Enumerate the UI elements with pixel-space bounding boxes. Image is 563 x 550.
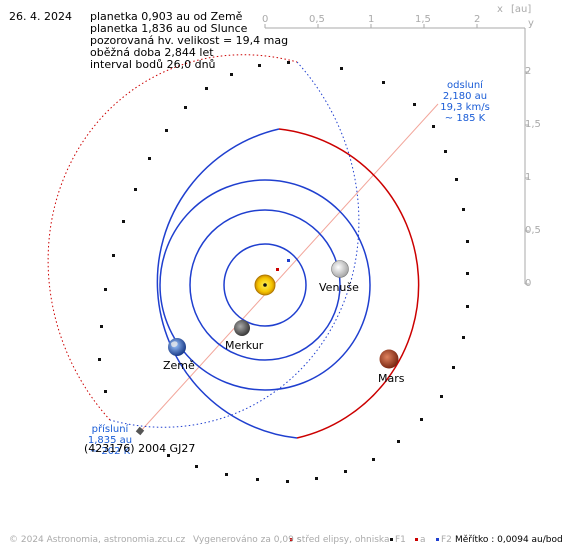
focus2-marker xyxy=(287,259,290,262)
footer-legend-f1: F1 xyxy=(395,535,406,545)
asteroid-interval-points xyxy=(98,61,469,483)
y-tick-label: 0,5 xyxy=(525,225,541,236)
aphelion-label: odsluní 2,180 au 19,3 km/s ~ 185 K xyxy=(420,80,510,124)
perihelion-label: přísluní 1,835 au ~ 202 K xyxy=(74,424,146,457)
x-tick-label: 0 xyxy=(262,14,269,25)
venus-icon xyxy=(331,260,349,278)
orbit-svg xyxy=(47,24,529,541)
footer-scale: Měřítko : 0,0094 au/bod xyxy=(455,535,563,545)
x-tick-label: 1,5 xyxy=(415,14,431,25)
mercury-label: Merkur xyxy=(225,339,264,352)
legend-f1-marker xyxy=(390,538,393,541)
y-tick-label: 0 xyxy=(525,278,532,289)
mars-orbit-red xyxy=(278,128,420,439)
venus-label: Venuše xyxy=(319,281,359,294)
info-lines: planetka 0,903 au od Země planetka 1,836… xyxy=(90,11,288,71)
footer-copyright: © 2024 Astronomia, astronomia.zcu.cz xyxy=(9,535,186,545)
mercury-icon xyxy=(234,320,250,336)
y-axis-label: y xyxy=(528,18,534,29)
mars-orbit-blue xyxy=(156,128,298,439)
x-tick-label: 2 xyxy=(474,14,481,25)
x-axis-label: x xyxy=(497,4,503,15)
footer-legend-a: a xyxy=(420,535,426,545)
info-line-period: oběžná doba 2,844 let xyxy=(90,46,214,59)
asteroid-orbit-blue xyxy=(109,61,360,428)
y-tick-label: 1 xyxy=(525,172,532,183)
mars-label: Mars xyxy=(378,372,405,385)
earth-icon xyxy=(168,338,186,356)
x-tick-label: 1 xyxy=(368,14,375,25)
earth-label: Země xyxy=(163,359,195,372)
x-tick-label: 0,5 xyxy=(309,14,325,25)
asteroid-name: (423176) 2004 GJ27 xyxy=(84,442,196,455)
perihelion-distance: 1,835 au xyxy=(87,435,133,446)
earth-orbit xyxy=(159,179,371,391)
legend-f2-marker xyxy=(436,538,439,541)
orbit-diagram: 26. 4. 2024 planetka 0,903 au od Země pl… xyxy=(9,4,563,545)
aphelion-temperature: ~ 185 K xyxy=(444,113,486,124)
footer-legend-f2: F2 xyxy=(441,535,452,545)
footer-legend-center: střed elipsy, ohniska xyxy=(297,535,390,545)
info-line-sun-distance: planetka 1,836 au od Slunce xyxy=(90,22,248,35)
date-label: 26. 4. 2024 xyxy=(9,10,72,23)
legend-a-marker xyxy=(415,538,418,541)
y-tick-label: 2 xyxy=(525,66,532,77)
aphelion-title: odsluní xyxy=(447,80,483,91)
apsis-line xyxy=(138,103,439,434)
aphelion-speed: 19,3 km/s xyxy=(440,102,490,113)
venus-orbit xyxy=(189,209,341,361)
ellipse-center-marker xyxy=(276,268,279,271)
info-line-earth-distance: planetka 0,903 au od Země xyxy=(90,10,243,23)
mars-icon xyxy=(379,349,399,369)
info-line-interval: interval bodů 26,0 dnů xyxy=(90,58,216,71)
mercury-orbit xyxy=(223,243,307,327)
perihelion-temperature: ~ 202 K xyxy=(89,446,131,457)
legend-center-marker xyxy=(290,538,293,541)
y-tick-label: 1,5 xyxy=(525,119,541,130)
sun-center-dot xyxy=(263,283,267,287)
x-axis-ticks xyxy=(264,24,478,28)
y-axis-ticks xyxy=(525,71,529,285)
info-line-magnitude: pozorovaná hv. velikost = 19,4 mag xyxy=(90,34,289,47)
aphelion-distance: 2,180 au xyxy=(442,91,488,102)
footer-generated: Vygenerováno za 0,09 s xyxy=(193,535,302,545)
unit-label: [au] xyxy=(511,4,532,15)
asteroid-icon xyxy=(135,426,145,436)
perihelion-title: přísluní xyxy=(91,424,129,435)
